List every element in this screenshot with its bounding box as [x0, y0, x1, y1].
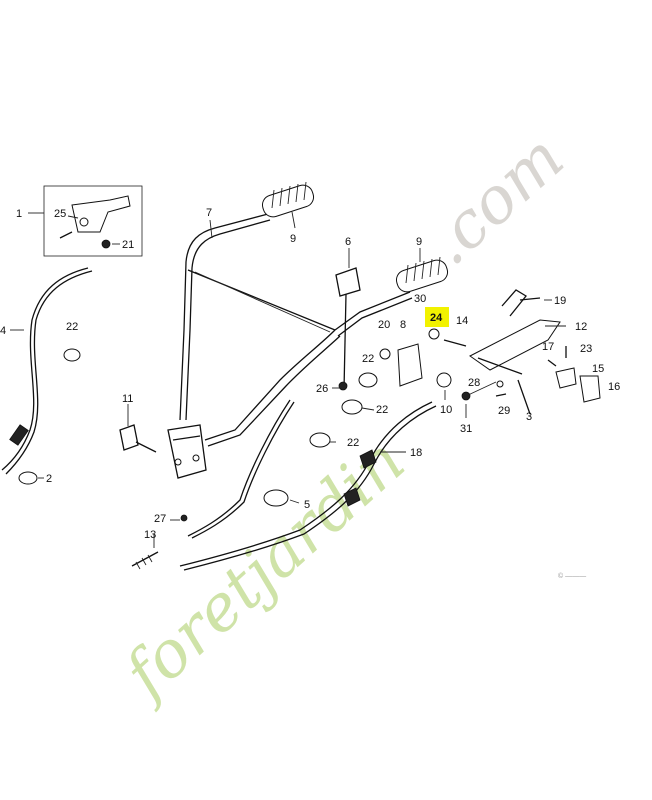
clutch-lever-assembly [469, 289, 601, 415]
callout-9b: 9 [416, 236, 422, 248]
callout-28: 28 [468, 377, 480, 389]
callout-17: 17 [542, 341, 554, 353]
callout-20: 20 [378, 319, 390, 331]
callout-22c: 22 [376, 404, 388, 416]
callout-4: 4 [0, 325, 6, 337]
callout-31: 31 [460, 423, 472, 435]
callout-22b: 22 [362, 353, 374, 365]
callout-21: 21 [122, 239, 134, 251]
leader-lines [10, 211, 566, 548]
callout-16: 16 [608, 381, 620, 393]
callout-13: 13 [144, 529, 156, 541]
callout-6: 6 [345, 236, 351, 248]
clip-parts [18, 267, 507, 507]
throttle-box [43, 185, 143, 257]
callout-8: 8 [400, 319, 406, 331]
callout-11: 11 [122, 393, 133, 405]
handlebar-frame [167, 213, 413, 479]
callout-10: 10 [440, 404, 452, 416]
callout-14: 14 [456, 315, 468, 327]
callout-29: 29 [498, 405, 510, 417]
callout-26: 26 [316, 383, 328, 395]
watermark: foretjardin .com [108, 121, 578, 715]
callout-5: 5 [304, 499, 310, 511]
callout-22a: 22 [66, 321, 78, 333]
grip-right [395, 256, 449, 293]
callout-23: 23 [580, 343, 592, 355]
callout-18: 18 [410, 447, 422, 459]
highlight-box [425, 307, 449, 327]
callout-19: 19 [554, 295, 566, 307]
callout-27: 27 [154, 513, 166, 525]
callout-3: 3 [526, 411, 532, 423]
callout-1: 1 [16, 208, 22, 220]
watermark-suffix: .com [413, 121, 578, 280]
throttle-cable [1, 267, 93, 475]
callout-15: 15 [592, 363, 604, 375]
callout-12: 12 [575, 321, 587, 333]
grip-left [261, 181, 315, 218]
callout-22d: 22 [347, 437, 359, 449]
callout-7: 7 [206, 207, 212, 219]
callout-25: 25 [54, 208, 66, 220]
callout-2: 2 [46, 473, 52, 485]
callout-24: 24 [430, 312, 443, 324]
callout-9a: 9 [290, 233, 296, 245]
callout-30: 30 [414, 293, 426, 305]
control-cables [131, 399, 437, 571]
callouts: 1 25 21 7 9 6 9 30 19 12 20 8 24 14 17 2… [0, 207, 620, 541]
copyright-mark: © ——— [558, 572, 586, 580]
